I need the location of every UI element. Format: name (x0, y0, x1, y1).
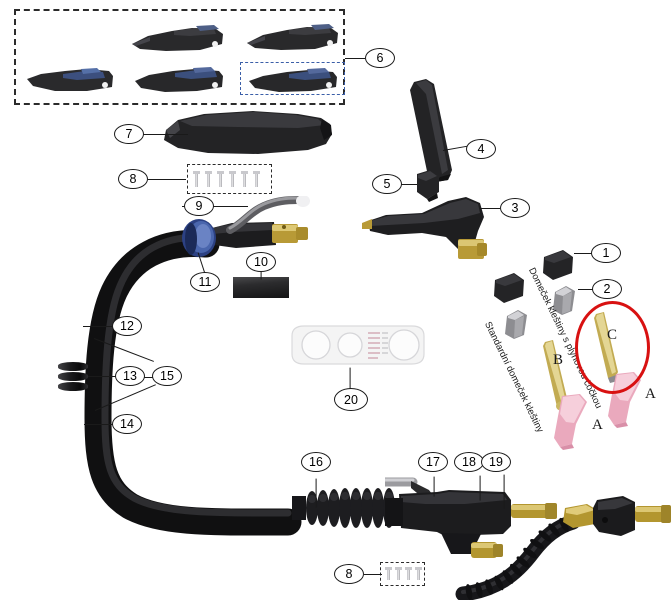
callout-4[interactable]: 4 (466, 139, 496, 159)
blue-collar-ring (179, 218, 219, 258)
screw-set-group-box-upper (187, 164, 272, 194)
leader-12 (83, 326, 115, 328)
callout-20[interactable]: 20 (334, 388, 368, 411)
callout-13[interactable]: 13 (115, 366, 145, 386)
leader-1 (574, 253, 592, 255)
callout-9[interactable]: 9 (184, 196, 214, 216)
cable-ring-3 (58, 382, 88, 391)
leader-18 (479, 475, 481, 501)
leader-16 (315, 478, 317, 508)
torch-handle-variant-5-highlighted (247, 64, 339, 94)
leader-2 (578, 289, 593, 291)
callout-15[interactable]: 15 (152, 366, 182, 386)
leader-8-lower (364, 574, 382, 576)
torch-neck (224, 195, 314, 234)
callout-14[interactable]: 14 (112, 414, 142, 434)
callout-17[interactable]: 17 (418, 452, 448, 472)
callout-6[interactable]: 6 (365, 48, 395, 68)
callout-7[interactable]: 7 (114, 124, 144, 144)
callout-1[interactable]: 1 (591, 243, 621, 263)
cable-ring-1 (58, 362, 88, 371)
strain-relief-bellows (292, 487, 400, 529)
leader-17 (433, 476, 435, 497)
label-letter-a-left: A (592, 417, 603, 433)
callout-2[interactable]: 2 (592, 279, 622, 299)
leader-8-upper (148, 179, 186, 181)
callout-12[interactable]: 12 (112, 316, 142, 336)
short-back-cap (413, 168, 443, 202)
standard-cap-black (492, 272, 526, 304)
gauge-template-plate (288, 322, 428, 367)
leader-3 (480, 208, 500, 210)
callout-16[interactable]: 16 (301, 452, 331, 472)
torch-handle-variant-3 (25, 62, 115, 94)
cable-ring-2 (58, 372, 88, 381)
callout-11[interactable]: 11 (190, 272, 220, 292)
torch-head-body (362, 193, 492, 263)
gas-lens-cap-black (541, 249, 575, 281)
leader-7 (143, 134, 188, 136)
callout-5[interactable]: 5 (372, 174, 402, 194)
ceramic-nozzle-left (546, 392, 592, 450)
callout-18[interactable]: 18 (454, 452, 484, 472)
torch-handle-shell (158, 108, 333, 156)
label-letter-a-right: A (645, 386, 656, 402)
leader-14 (84, 424, 114, 426)
callout-19[interactable]: 19 (481, 452, 511, 472)
torch-body-front (196, 215, 316, 255)
insulator-block (233, 277, 289, 298)
leader-13 (88, 376, 118, 378)
torch-handle-variant-1 (130, 20, 225, 53)
torch-cable-assembly (58, 222, 388, 552)
torch-handle-variant-2 (245, 19, 340, 52)
leader-9 (182, 206, 248, 208)
handle-variants-group-box (14, 9, 345, 105)
label-letter-b: B (553, 352, 564, 368)
callout-3[interactable]: 3 (500, 198, 530, 218)
leader-5 (400, 184, 417, 186)
gas-lens-column-highlight-ellipse (575, 301, 650, 394)
gas-lens-sleeve-steel (552, 284, 578, 316)
callout-8-upper[interactable]: 8 (118, 169, 148, 189)
standard-sleeve-steel (504, 308, 530, 340)
gas-hose-connector-assembly (455, 490, 671, 600)
leader-19 (503, 474, 505, 509)
callout-8-lower[interactable]: 8 (334, 564, 364, 584)
selected-handle-highlight-box (240, 62, 345, 95)
torch-handle-variant-4 (133, 62, 225, 94)
long-back-cap (404, 78, 460, 184)
leader-6 (345, 58, 365, 60)
callout-10[interactable]: 10 (246, 252, 276, 272)
